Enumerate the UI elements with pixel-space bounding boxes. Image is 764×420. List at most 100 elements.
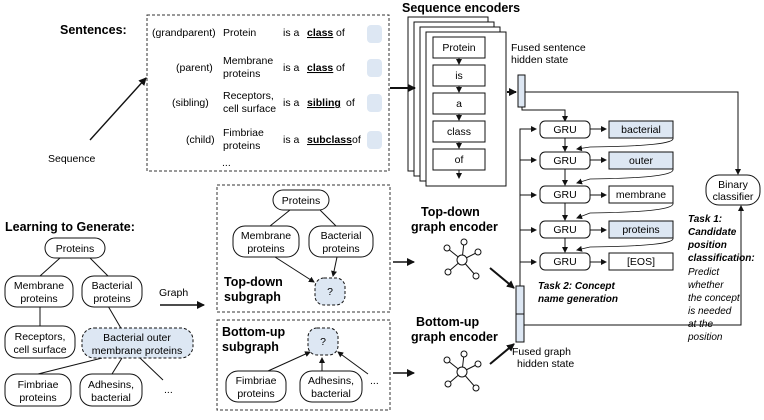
relation-keyword: class xyxy=(307,62,333,74)
output-token-label: [EOS] xyxy=(627,256,655,268)
output-token xyxy=(608,252,674,271)
phrase-suffix: of xyxy=(352,134,361,146)
output-token xyxy=(608,185,674,204)
arrow xyxy=(525,91,741,175)
topdown-subgraph-label: subgraph xyxy=(224,290,281,304)
gru-cell-label: GRU xyxy=(553,189,576,201)
token-label: Protein xyxy=(442,42,475,54)
phrase-prefix: is a xyxy=(283,62,300,74)
tree-node-label: cell surface xyxy=(13,344,66,356)
hidden-slot xyxy=(367,25,382,43)
token-label: class xyxy=(447,126,471,138)
task2-label: name generation xyxy=(538,294,618,305)
tree-node-label: Receptors, xyxy=(15,331,66,343)
sentences-panel: Sentences: (grandparent) Protein is a cl… xyxy=(60,14,390,172)
topdown-encoder-label: Top-down xyxy=(421,205,480,219)
fused-sentence-label: hidden state xyxy=(511,54,568,66)
sentence-row-child: (child) Fimbriae proteins is a subclass … xyxy=(186,127,382,152)
binary-classifier: Binary classifier xyxy=(705,174,761,206)
subgraph-target-label: ? xyxy=(327,286,333,298)
topdown-subgraph-panel: Proteins Membrane proteins Bacterial pro… xyxy=(216,184,391,313)
phrase-suffix: of xyxy=(336,62,345,74)
tree-node-label: Bacterial outer xyxy=(103,332,171,344)
subgraph-node-label: Adhesins, xyxy=(308,375,354,387)
tree-node-membrane-proteins xyxy=(4,275,74,308)
output-token-label: proteins xyxy=(622,224,659,236)
topdown-encoder: Top-down graph encoder xyxy=(411,205,498,280)
hidden-slot xyxy=(367,59,382,77)
sequence-label: Sequence xyxy=(48,153,95,165)
fused-graph-label: hidden state xyxy=(517,358,574,370)
tree-node-proteins xyxy=(44,237,106,259)
fused-sentence-state: Fused sentence hidden state xyxy=(511,42,586,108)
concept-label: cell surface xyxy=(223,103,276,115)
task1-desc: is needed xyxy=(688,306,732,317)
tree-node-label: proteins xyxy=(93,293,130,305)
gru-cell-label: GRU xyxy=(553,124,576,136)
graph-network-icon xyxy=(443,350,482,392)
phrase-prefix: is a xyxy=(283,134,300,146)
more-ellipsis: ... xyxy=(164,384,173,396)
task2-label: Task 2: Concept xyxy=(538,281,616,292)
output-token xyxy=(608,120,674,139)
subgraph-node-left xyxy=(232,225,300,258)
output-token-label: bacterial xyxy=(621,124,661,136)
subgraph-node-label: Fimbriae xyxy=(236,375,277,387)
relation-label: (parent) xyxy=(176,62,213,74)
more-ellipsis: ... xyxy=(222,157,231,169)
classifier-label: classifier xyxy=(713,191,754,203)
concept-label: proteins xyxy=(223,140,260,152)
arrow xyxy=(524,205,744,326)
tree-node-adhesins xyxy=(79,373,143,407)
more-ellipsis: ... xyxy=(370,375,379,387)
sentence-row-sibling: (sibling) Receptors, cell surface is a s… xyxy=(172,90,382,115)
gru-cell-label: GRU xyxy=(553,155,576,167)
tree-node-label: proteins xyxy=(20,293,57,305)
tree-edges xyxy=(37,257,164,381)
tree-node-label: Proteins xyxy=(56,243,95,255)
fused-graph-label: Fused graph xyxy=(512,346,571,358)
subgraph-node-left xyxy=(225,370,287,403)
tree-node-label: Bacterial xyxy=(92,280,133,292)
tree-node-label: proteins xyxy=(19,392,56,404)
tree-node-label: bacterial xyxy=(91,392,131,404)
learning-title: Learning to Generate: xyxy=(5,220,135,234)
arrow xyxy=(489,343,515,365)
subgraph-node-label: Proteins xyxy=(282,195,321,207)
sentence-row-parent: (parent) Membrane proteins is a class of xyxy=(176,55,382,80)
bottomup-subgraph-label: Bottom-up xyxy=(222,325,286,339)
task1-title: classification: xyxy=(688,253,755,264)
tree-node-label: Membrane xyxy=(14,280,64,292)
token-label: a xyxy=(456,98,462,110)
relation-label: (sibling) xyxy=(172,97,209,109)
concept-label: proteins xyxy=(223,68,260,80)
graph-network-icon xyxy=(443,238,482,280)
task1-description: Task 1: Candidate position classificatio… xyxy=(687,214,755,343)
subgraph-node-label: proteins xyxy=(247,243,284,255)
output-token xyxy=(608,220,674,239)
subgraph-node-right xyxy=(308,225,374,258)
subgraph-node-label: Membrane xyxy=(241,230,291,242)
subgraph-node-right xyxy=(299,370,363,403)
graph-label: Graph xyxy=(159,287,188,299)
fused-graph-state: Fused graph hidden state xyxy=(512,285,574,370)
tree-node-label: membrane proteins xyxy=(92,345,182,357)
topdown-subgraph-label: Top-down xyxy=(224,275,283,289)
task1-desc: position xyxy=(687,332,723,343)
learning-section: Learning to Generate: Sequence Graph Pro… xyxy=(4,77,205,407)
token-label: is xyxy=(455,70,463,82)
gru-cell-label: GRU xyxy=(553,256,576,268)
classifier-label: Binary xyxy=(718,179,749,191)
concept-label: Fimbriae xyxy=(223,127,264,139)
bottomup-subgraph-label: subgraph xyxy=(222,340,279,354)
tree-node-label: Adhesins, xyxy=(88,379,134,391)
tree-node-receptors xyxy=(4,325,76,359)
output-token-label: outer xyxy=(629,155,653,167)
relation-keyword: sibling xyxy=(307,97,341,109)
concept-label: Membrane xyxy=(223,55,273,67)
relation-label: (child) xyxy=(186,134,215,146)
hidden-state-vector xyxy=(517,74,526,108)
sequence-encoders-title: Sequence encoders xyxy=(402,1,520,15)
